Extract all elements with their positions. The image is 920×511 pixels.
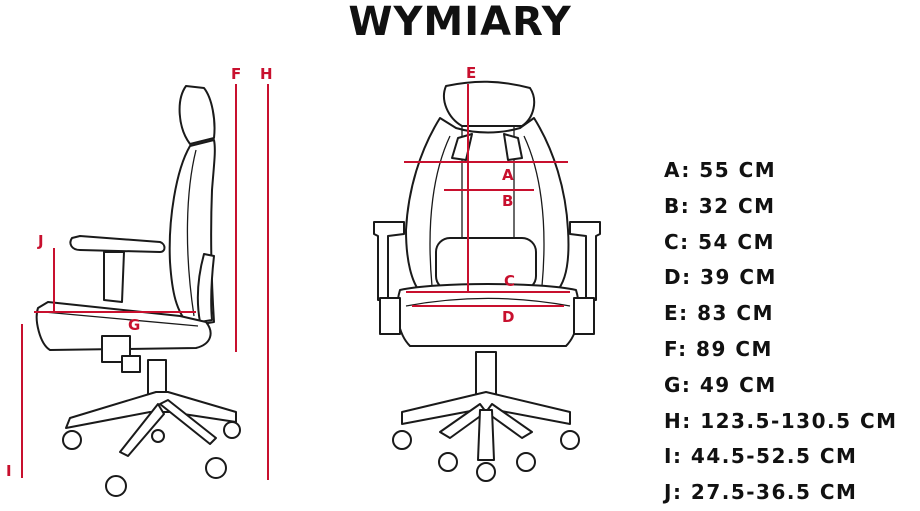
front-belt-slot-right (503, 133, 523, 161)
front-caster (392, 430, 412, 450)
side-armrest-pad (69, 235, 166, 253)
front-armrest-bracket-left (379, 297, 401, 335)
dimension-h: H: 123.5-130.5 CM (664, 408, 898, 433)
side-gas-lift (147, 359, 167, 397)
dimension-g: G: 49 CM (664, 372, 777, 397)
label-G: G (128, 316, 140, 334)
dimension-a: A: 55 CM (664, 158, 777, 182)
side-view-chair (35, 85, 241, 497)
label-D: D (502, 308, 514, 326)
dimension-b: B: 32 CM (664, 193, 776, 218)
side-caster (223, 421, 241, 439)
front-armrest-right (569, 221, 601, 301)
side-armrest-post (103, 251, 125, 303)
side-lumbar-cushion (196, 253, 215, 323)
side-mechanism-lever (121, 355, 141, 373)
label-J: J (37, 232, 44, 250)
front-view-chair (373, 80, 601, 482)
label-I: I (6, 462, 12, 480)
dimension-c: C: 54 CM (664, 229, 776, 254)
dimension-d: D: 39 CM (664, 265, 777, 290)
front-caster (476, 462, 496, 482)
side-caster (151, 429, 165, 443)
front-lumbar-cushion (435, 237, 537, 291)
dimension-e: E: 83 CM (664, 301, 774, 326)
page-title: WYMIARY (348, 0, 572, 45)
label-A: A (502, 166, 514, 184)
dimension-f: F: 89 CM (664, 336, 773, 361)
label-E: E (466, 64, 476, 82)
front-headrest (443, 80, 536, 127)
front-dimension-lines (404, 84, 570, 307)
front-gas-lift (475, 351, 497, 395)
side-caster (205, 457, 227, 479)
front-seat (396, 283, 580, 347)
side-headrest (178, 85, 216, 145)
label-B: B (502, 192, 513, 210)
front-caster (438, 452, 458, 472)
front-caster (560, 430, 580, 450)
dimension-j: J: 27.5-36.5 CM (664, 480, 858, 505)
label-C: C (504, 272, 515, 290)
side-caster (62, 430, 82, 450)
front-armrest-bracket-right (573, 297, 595, 335)
side-caster (105, 475, 127, 497)
front-armrest-left (373, 221, 405, 301)
dimension-i: I: 44.5-52.5 CM (664, 444, 858, 469)
label-H: H (260, 65, 273, 83)
label-F: F (231, 65, 241, 83)
dimensions-legend: A: 55 CM B: 32 CM C: 54 CM D: 39 CM E: 8… (664, 153, 898, 511)
side-seat (35, 301, 212, 351)
side-dimension-lines (21, 84, 269, 480)
front-caster (516, 452, 536, 472)
